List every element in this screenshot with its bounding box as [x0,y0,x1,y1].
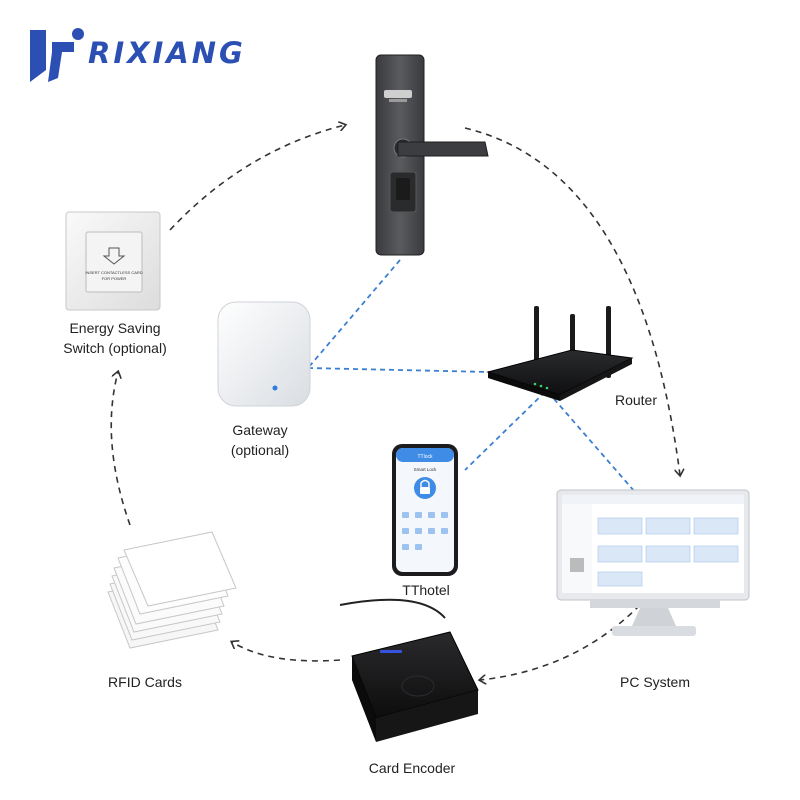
link-lock-gateway [307,259,401,369]
rfid-cards-icon [107,531,237,649]
energy-switch-icon: INSERT CONTACTLESS CARD FOR POWER [65,211,161,311]
smart-door-lock-icon [375,54,489,256]
arrow-pc-to-encoder [480,604,641,680]
arrow-encoder-to-rfid [232,642,341,662]
svg-text:INSERT CONTACTLESS CARD: INSERT CONTACTLESS CARD [85,270,142,275]
rfid-cards-label: RFID Cards [108,674,182,690]
flow-arrows [110,125,680,680]
network-links [307,259,636,493]
router-icon [486,306,634,401]
brand-name: RIXIANG [88,36,246,70]
app-screen-subtitle: Smart Lock [414,467,438,472]
energy-switch-label-line2: Switch (optional) [63,340,167,356]
card-encoder-label: Card Encoder [368,760,456,776]
energy-switch-label-line1: Energy Saving [69,320,161,336]
pc-system-label: PC System [619,674,690,690]
link-router-pc [547,391,636,493]
smartphone-app-icon [392,444,458,576]
router-label: Router [614,392,658,408]
svg-text:FOR POWER: FOR POWER [102,276,127,281]
gateway-label-line1: Gateway [232,422,288,438]
arrow-lock-to-pc [464,127,680,475]
link-router-app [464,391,546,471]
arrow-rfid-to-switch [110,372,131,526]
card-encoder-icon [339,598,479,742]
pc-monitor-icon [556,489,750,636]
energy-switch-label: Energy Saving Switch (optional) [40,318,190,358]
gateway-label: Gateway (optional) [200,420,320,460]
app-screen-title: TTlock [418,454,434,460]
gateway-icon [217,301,311,407]
link-gateway-router [307,367,491,373]
gateway-label-line2: (optional) [230,442,290,458]
arrow-switch-to-lock [169,125,345,231]
app-label: TThotel [402,582,450,598]
